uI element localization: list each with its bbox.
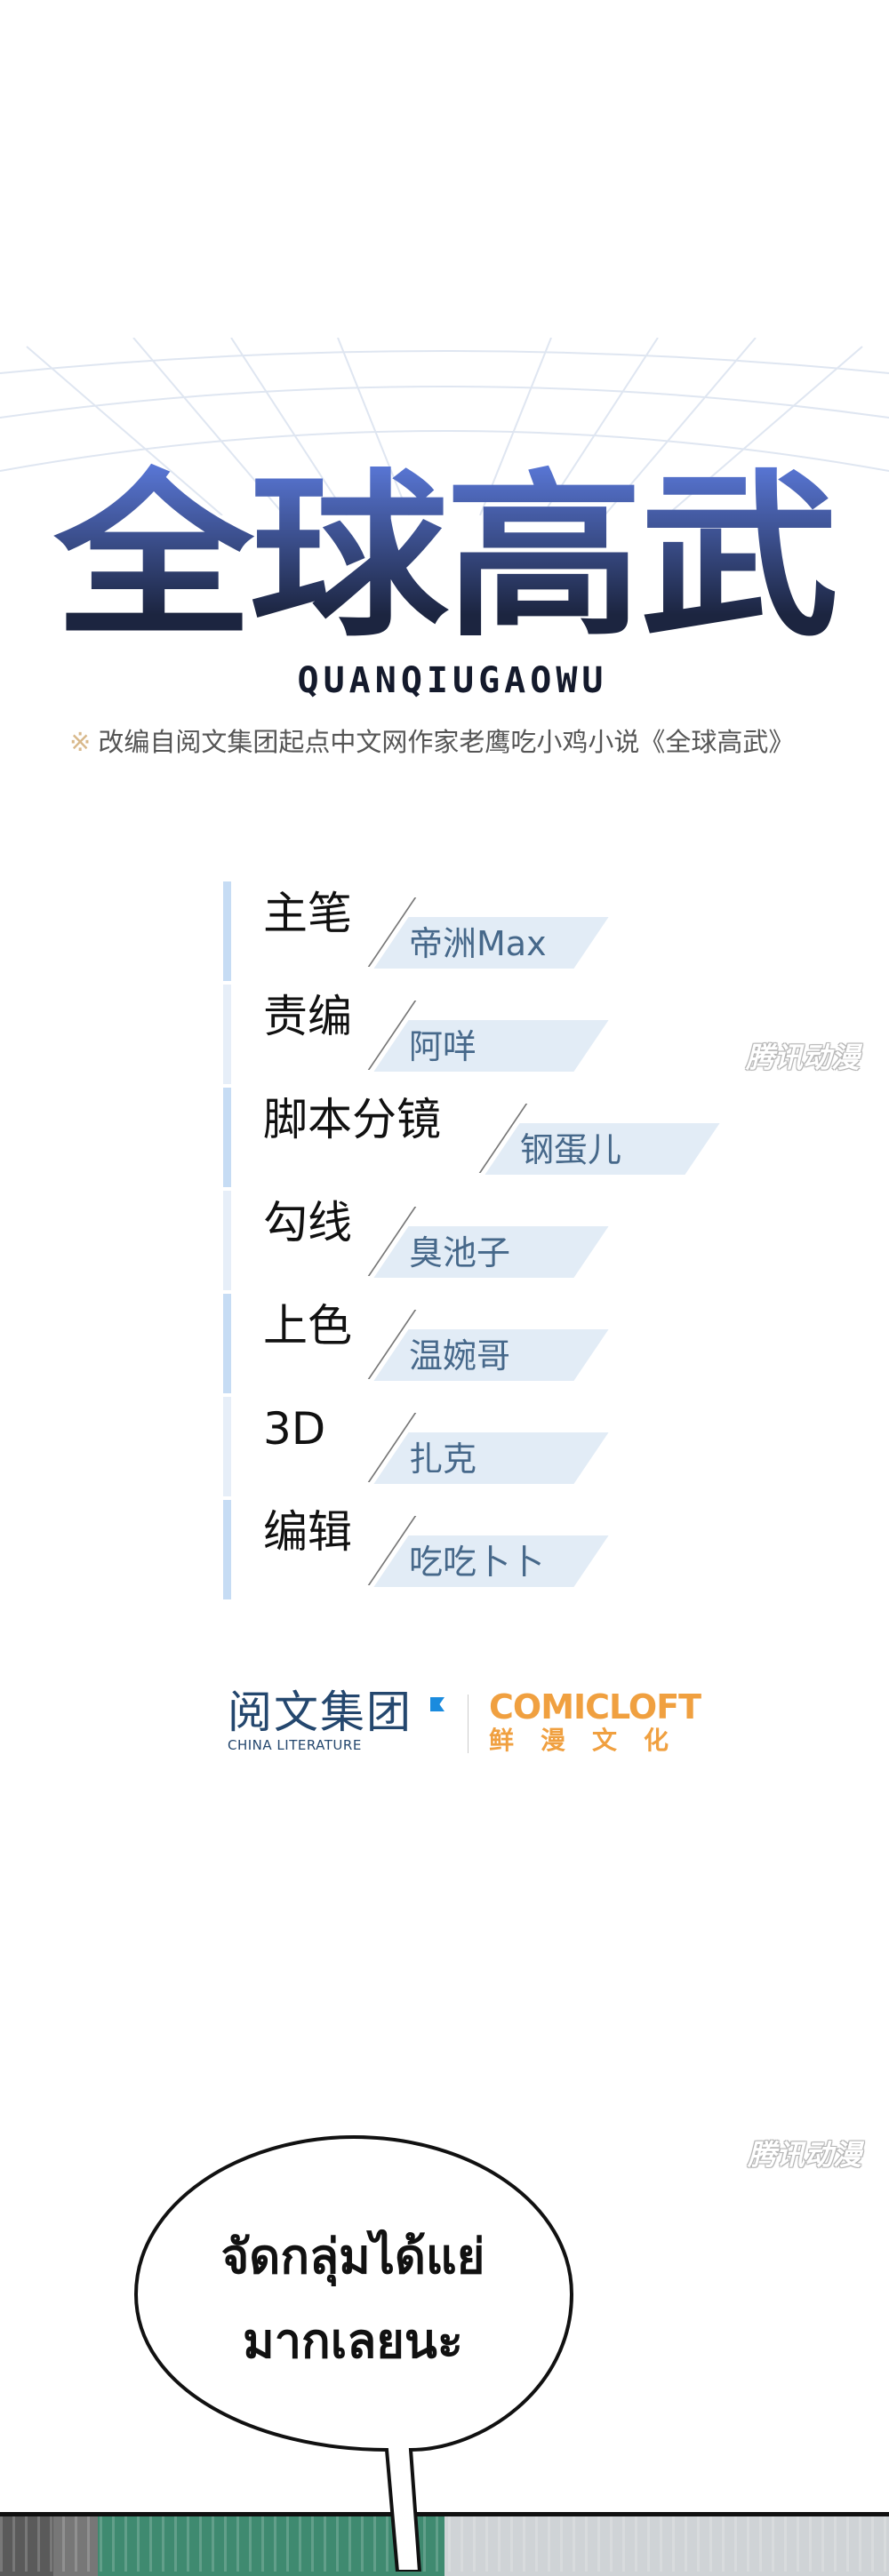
credits-accent-bar bbox=[223, 881, 231, 1603]
adaptation-note-text: 改编自阅文集团起点中文网作家老鹰吃小鸡小说《全球高武》 bbox=[98, 727, 795, 757]
credit-name: 温婉哥 bbox=[409, 1336, 511, 1376]
credit-name: 钢蛋儿 bbox=[520, 1130, 622, 1169]
speech-line-1: จัดกลุ่มได้แย่ bbox=[220, 2229, 485, 2285]
slash-divider bbox=[367, 1310, 417, 1379]
china-literature-en: CHINA LITERATURE bbox=[228, 1737, 362, 1753]
credit-role: 3D bbox=[263, 1403, 326, 1455]
globe-grid-decoration bbox=[0, 338, 889, 515]
name-highlight bbox=[485, 1123, 720, 1175]
credit-role: 责编 bbox=[263, 991, 352, 1042]
slash-divider bbox=[367, 1207, 417, 1276]
title-logo-text: 全球高武 bbox=[27, 462, 862, 653]
name-highlight bbox=[373, 1535, 609, 1587]
credit-role: 脚本分镜 bbox=[263, 1094, 441, 1145]
china-literature-cn: 阅文集团 bbox=[228, 1687, 412, 1738]
china-literature-logo: 阅文集团 CHINA LITERATURE bbox=[228, 1688, 412, 1754]
slash-divider bbox=[478, 1104, 528, 1173]
reference-mark-icon: ※ bbox=[69, 727, 92, 757]
credit-name: 帝洲Max bbox=[409, 924, 547, 963]
slash-divider bbox=[367, 1001, 417, 1070]
slash-divider bbox=[367, 897, 417, 967]
slash-divider bbox=[367, 1516, 417, 1585]
name-highlight bbox=[373, 1020, 609, 1072]
credit-name: 臭池子 bbox=[409, 1233, 511, 1272]
comicloft-en: COMICLOFT bbox=[489, 1687, 701, 1727]
credit-name: 阿咩 bbox=[409, 1027, 477, 1066]
credit-row: 主笔 帝洲Max bbox=[0, 881, 889, 985]
speech-line-2: มากเลยนะ bbox=[243, 2313, 463, 2369]
credit-name: 扎克 bbox=[409, 1440, 477, 1479]
comicloft-cn: 鲜漫文化 bbox=[489, 1726, 696, 1755]
credit-name: 吃吃卜卜 bbox=[409, 1543, 545, 1582]
credit-role: 上色 bbox=[263, 1300, 352, 1352]
flag-icon bbox=[430, 1697, 444, 1711]
comicloft-logo: COMICLOFT 鲜漫文化 bbox=[489, 1688, 701, 1756]
name-highlight bbox=[373, 1226, 609, 1278]
panel-stripes bbox=[0, 2516, 889, 2572]
tencent-watermark: 腾讯动漫 bbox=[747, 2138, 861, 2172]
credit-role: 编辑 bbox=[263, 1506, 352, 1558]
credit-row: 上色 温婉哥 bbox=[0, 1294, 889, 1397]
slash-divider bbox=[367, 1413, 417, 1482]
title-logo: 全球高武 bbox=[27, 462, 862, 653]
logo-divider bbox=[468, 1695, 469, 1753]
tencent-watermark: 腾讯动漫 bbox=[745, 1041, 860, 1074]
name-highlight bbox=[373, 917, 609, 969]
credit-role: 勾线 bbox=[263, 1197, 352, 1248]
comic-panel-top bbox=[0, 2512, 889, 2576]
name-highlight bbox=[373, 1329, 609, 1381]
adaptation-note: ※改编自阅文集团起点中文网作家老鹰吃小鸡小说《全球高武》 bbox=[69, 725, 834, 759]
credit-row: 3D 扎克 bbox=[0, 1397, 889, 1500]
credit-row: 脚本分镜 钢蛋儿 bbox=[0, 1088, 889, 1191]
title-romaji: QUANQIUGAOWU bbox=[297, 660, 608, 701]
credit-row: 编辑 吃吃卜卜 bbox=[0, 1500, 889, 1603]
name-highlight bbox=[373, 1432, 609, 1484]
speech-bubble bbox=[133, 2134, 574, 2572]
credit-row: 勾线 臭池子 bbox=[0, 1191, 889, 1294]
credit-role: 主笔 bbox=[263, 888, 352, 939]
